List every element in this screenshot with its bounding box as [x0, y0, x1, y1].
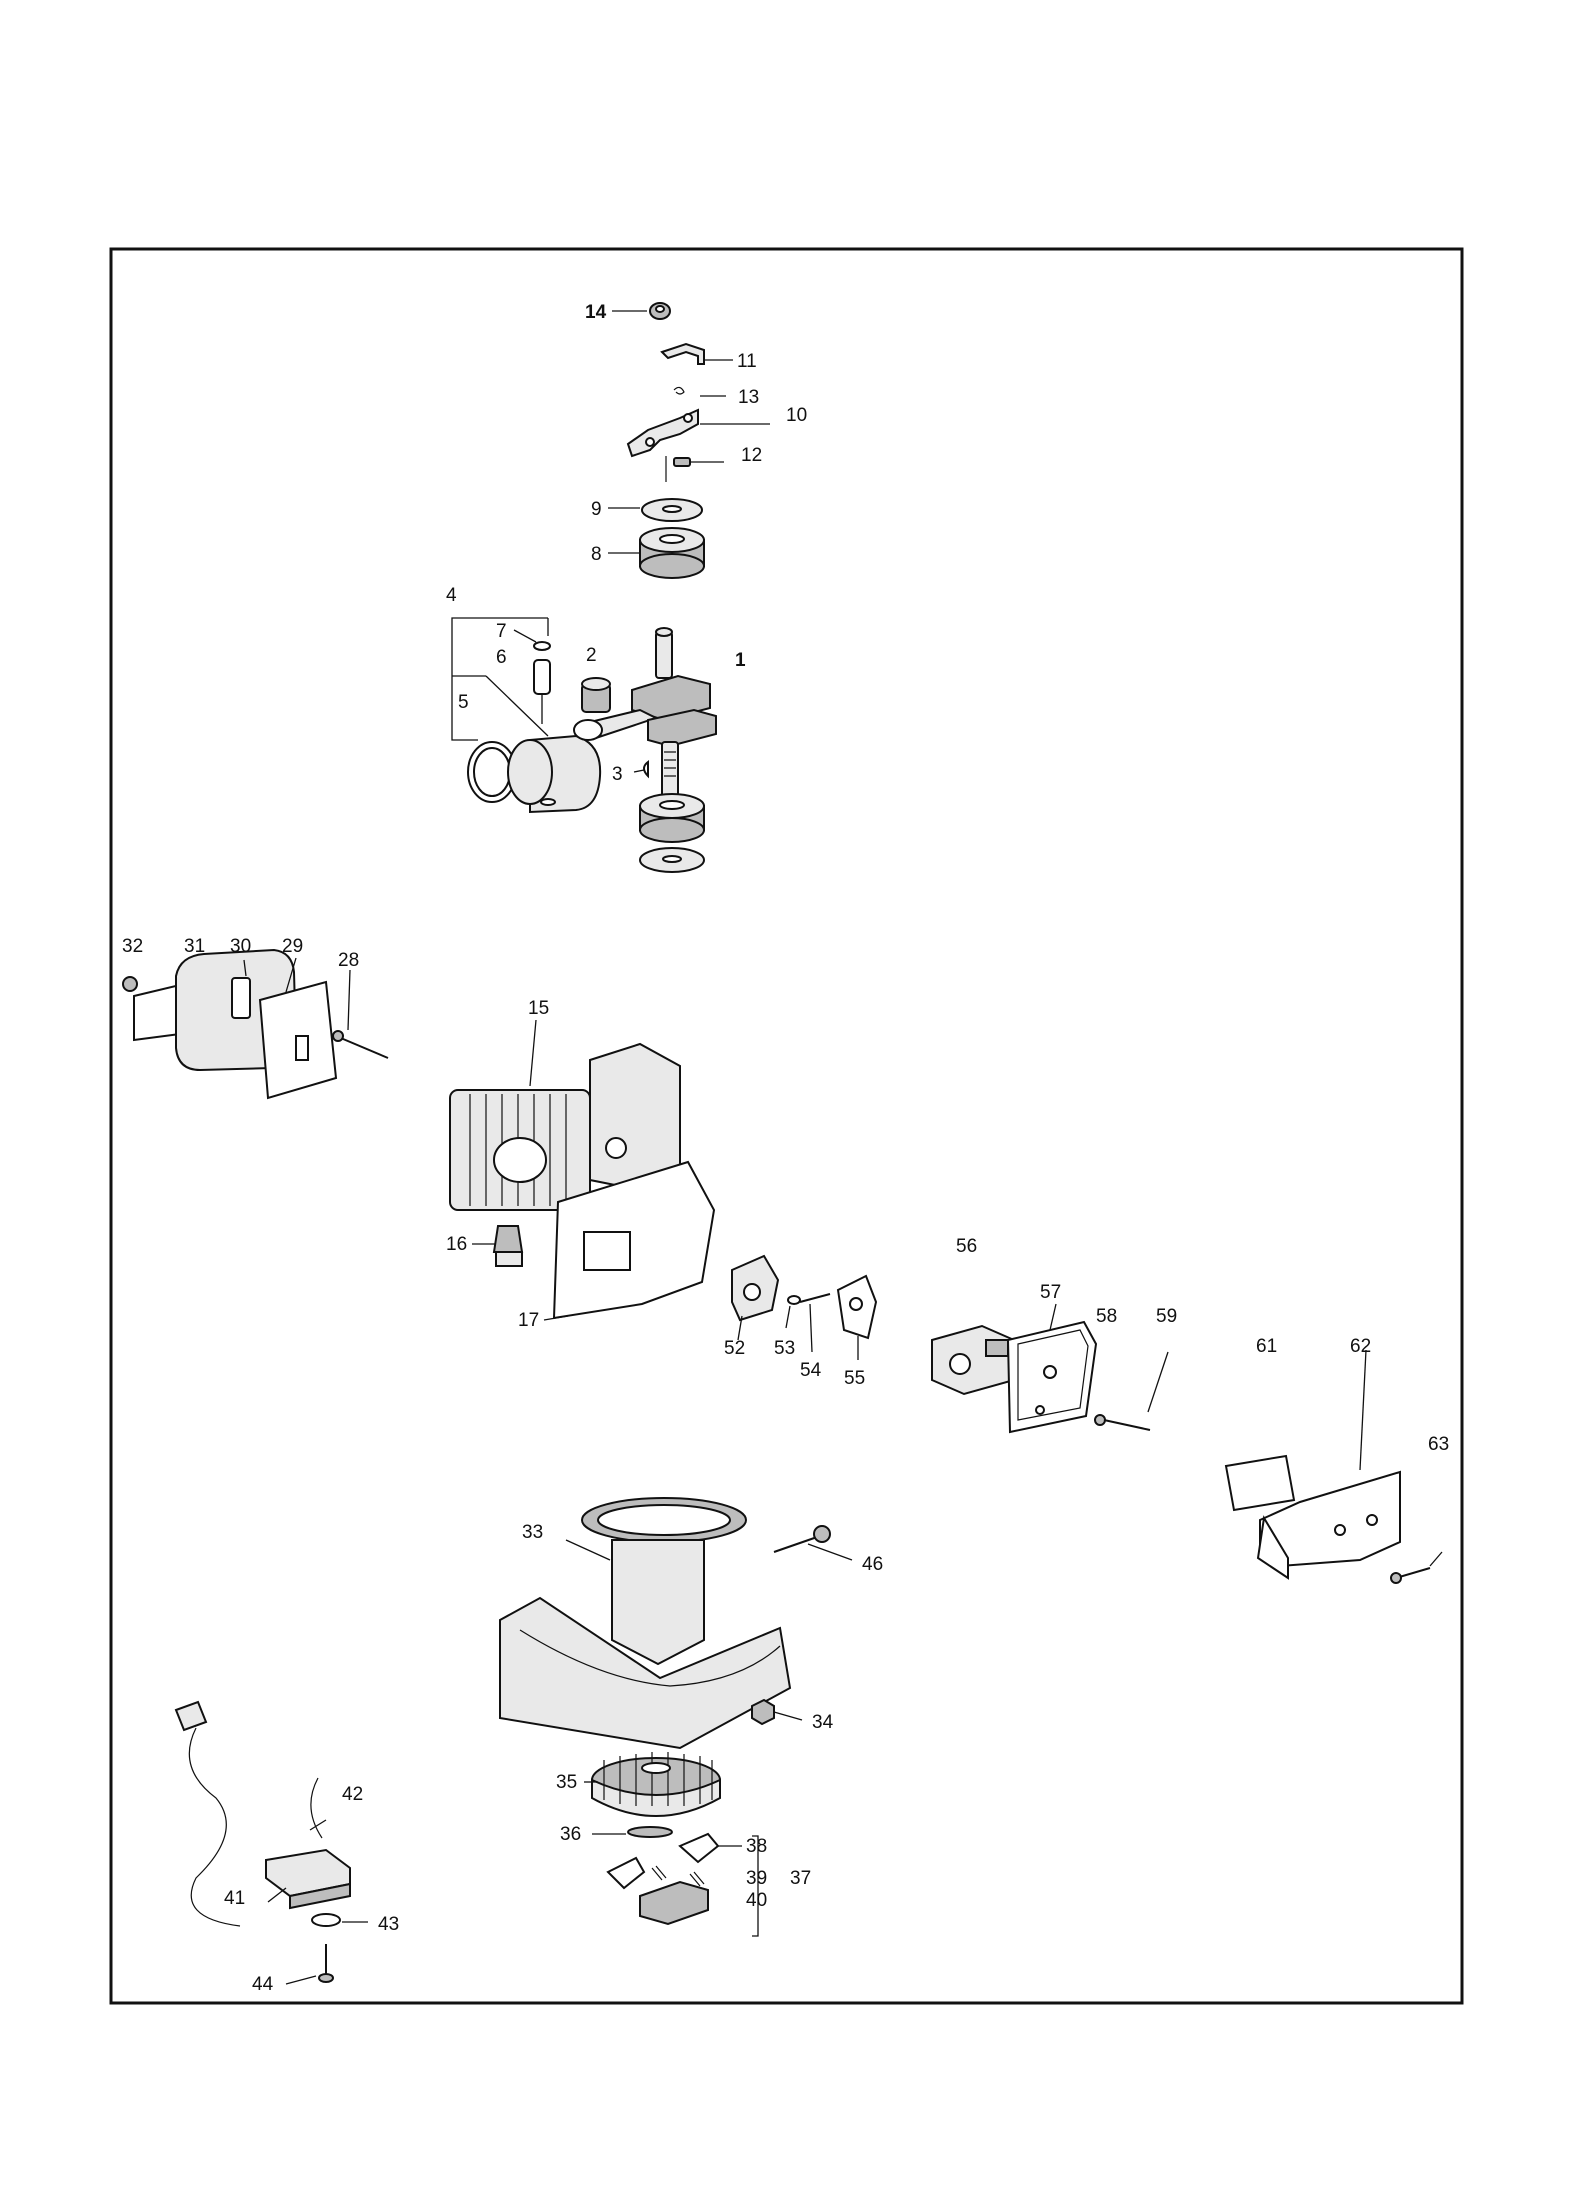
part-2-needle-bearing	[581, 677, 611, 713]
label-28: 28	[338, 950, 359, 971]
part-7-circlip	[513, 629, 551, 651]
label-61: 61	[1256, 1336, 1277, 1357]
label-4: 4	[446, 585, 457, 606]
label-7: 7	[496, 621, 507, 642]
label-59: 59	[1156, 1306, 1177, 1327]
label-17: 17	[518, 1310, 539, 1331]
label-35: 35	[556, 1772, 577, 1793]
part-33-crankcase	[499, 1497, 792, 1750]
part-13-spring	[673, 386, 726, 397]
label-31: 31	[184, 936, 205, 957]
part-42-wire	[309, 1819, 327, 1831]
label-14: 14	[585, 302, 607, 323]
part-57-filter-base	[1006, 1303, 1098, 1434]
label-3: 3	[612, 764, 623, 785]
part-52-insulator	[731, 1254, 780, 1341]
label-12: 12	[741, 445, 762, 466]
label-42: 42	[342, 1784, 363, 1805]
part-35-flywheel	[584, 1752, 721, 1817]
part-41-ignition-coil	[174, 1700, 351, 1927]
label-29: 29	[282, 936, 303, 957]
part-55-gasket	[836, 1274, 878, 1360]
part-11-clip	[660, 342, 733, 365]
part-8-bearing	[608, 527, 705, 579]
part-17-plate	[543, 1160, 716, 1321]
part-53-washer	[785, 1295, 801, 1329]
part-43-washer	[311, 1913, 368, 1927]
label-52: 52	[724, 1338, 745, 1359]
label-62: 62	[1350, 1336, 1371, 1357]
label-6: 6	[496, 647, 507, 668]
part-54-screw	[799, 1293, 831, 1353]
part-28-bolt	[332, 969, 389, 1059]
label-30: 30	[230, 936, 251, 957]
label-1: 1	[735, 650, 746, 671]
part-3-key	[633, 759, 649, 779]
part-34-nut	[751, 1698, 803, 1726]
part-44-screw	[285, 1944, 334, 1985]
part-36-washer	[592, 1826, 673, 1838]
label-41: 41	[224, 1888, 245, 1909]
label-57: 57	[1040, 1282, 1061, 1303]
label-34: 34	[812, 1712, 834, 1733]
label-16: 16	[446, 1234, 467, 1255]
part-14-nut	[612, 302, 671, 320]
diagram-frame	[109, 247, 1464, 2005]
label-15: 15	[528, 998, 549, 1019]
label-40: 40	[746, 1890, 767, 1911]
label-33: 33	[522, 1522, 543, 1543]
label-43: 43	[378, 1914, 399, 1935]
part-37-clutch-assembly	[606, 1832, 759, 1937]
part-59-bolt	[1147, 1351, 1169, 1413]
part-15-cylinder	[449, 1019, 681, 1211]
part-9-washer	[608, 498, 703, 522]
label-38: 38	[746, 1836, 767, 1857]
label-55: 55	[844, 1368, 865, 1389]
label-37: 37	[790, 1868, 811, 1889]
part-1-crankshaft	[573, 627, 717, 803]
part-58-screw	[1094, 1414, 1151, 1431]
part-61-filter	[1224, 1454, 1296, 1512]
label-54: 54	[800, 1360, 822, 1381]
label-13: 13	[738, 387, 759, 408]
label-2: 2	[586, 645, 597, 666]
label-53: 53	[774, 1338, 795, 1359]
label-56: 56	[956, 1236, 977, 1257]
label-10: 10	[786, 405, 807, 426]
part-32-screw	[122, 976, 138, 992]
label-58: 58	[1096, 1306, 1117, 1327]
part-29-heat-shield	[258, 957, 338, 1100]
part-62-cover	[1256, 1349, 1401, 1580]
label-8: 8	[591, 544, 602, 565]
part-8b-bearing	[639, 793, 705, 843]
part-5-piston	[467, 734, 602, 814]
part-6-piston-pin	[533, 659, 551, 724]
label-44: 44	[252, 1974, 274, 1995]
bracket-4	[451, 617, 548, 741]
label-46: 46	[862, 1554, 883, 1575]
label-9: 9	[591, 499, 602, 520]
label-63: 63	[1428, 1434, 1449, 1455]
label-39: 39	[746, 1868, 767, 1889]
label-11: 11	[737, 351, 757, 372]
part-16-spark-plug	[472, 1225, 524, 1267]
part-9b-washer	[639, 847, 705, 873]
part-63-screw	[1390, 1551, 1443, 1584]
label-36: 36	[560, 1824, 581, 1845]
label-32: 32	[122, 936, 143, 957]
part-46-pin	[773, 1525, 853, 1561]
part-12-screw	[673, 457, 724, 467]
part-10-lever	[626, 408, 770, 482]
part-56-carburetor	[931, 1324, 1015, 1396]
label-5: 5	[458, 692, 469, 713]
